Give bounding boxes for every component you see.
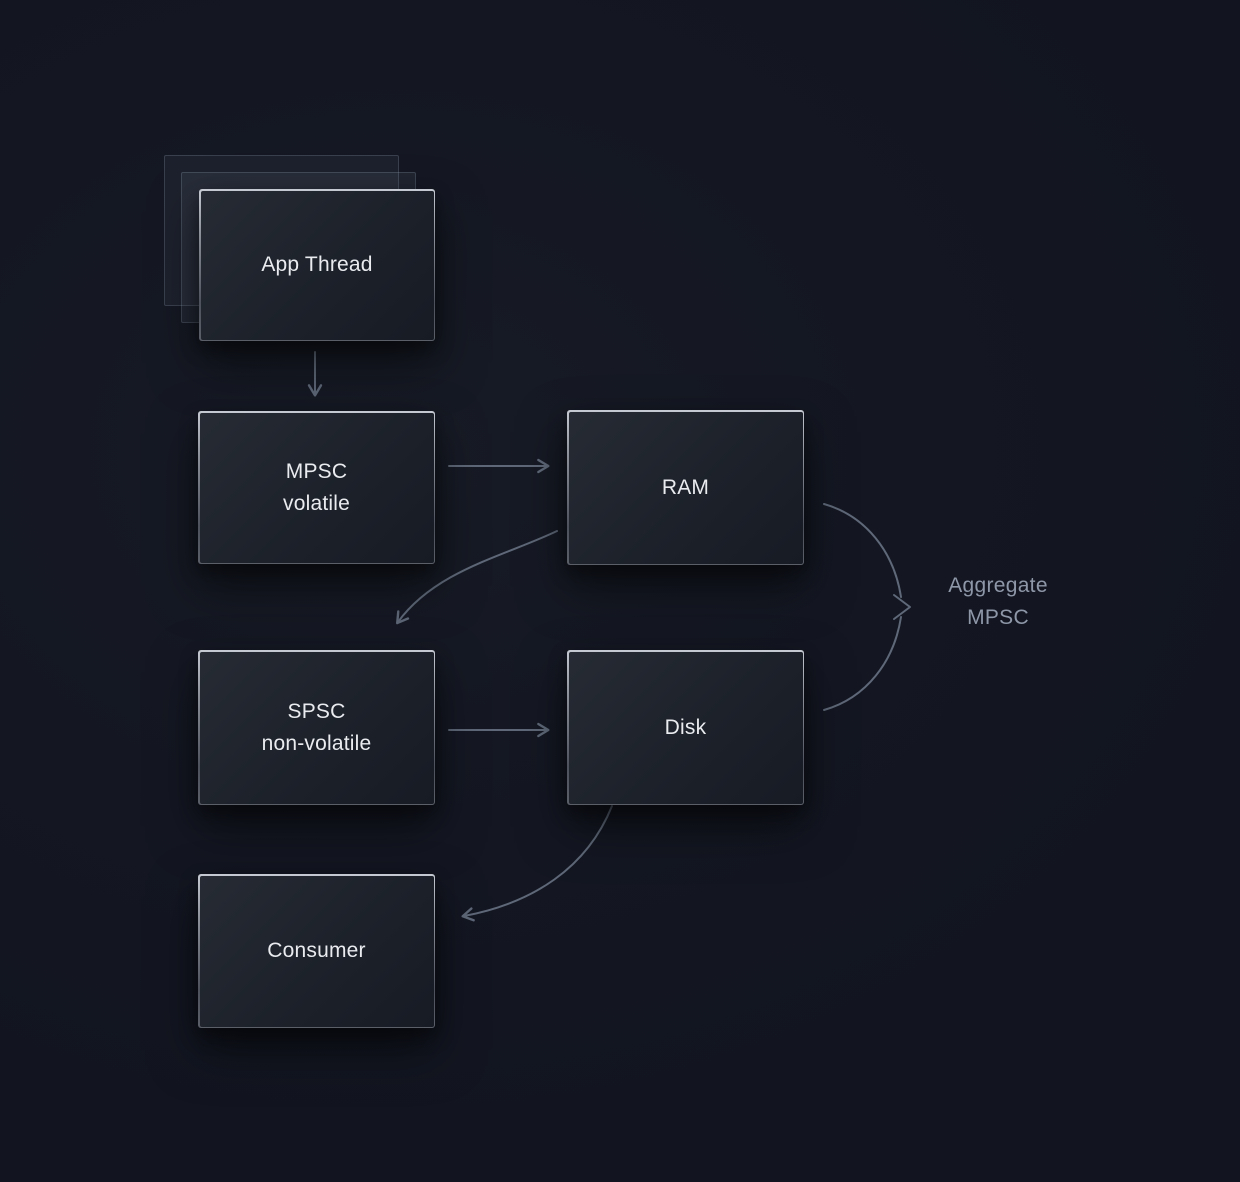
node-disk: Disk xyxy=(567,650,804,805)
node-consumer: Consumer xyxy=(198,874,435,1028)
node-spsc-nonvolatile: SPSC non-volatile xyxy=(198,650,435,805)
arrow-ram-to-aggregate xyxy=(823,503,902,598)
node-mpsc-label-line1: MPSC xyxy=(285,459,348,483)
node-spsc-label-line1: SPSC xyxy=(287,699,346,723)
node-ram-body: RAM xyxy=(568,411,803,564)
node-ram-label: RAM xyxy=(661,475,710,499)
node-app-thread-body: App Thread xyxy=(200,190,434,340)
node-ram: RAM xyxy=(567,410,804,565)
label-aggregate-mpsc: Aggregate MPSC xyxy=(917,570,1079,634)
node-spsc-label-line2: non-volatile xyxy=(261,731,372,755)
node-app-thread: App Thread xyxy=(199,189,435,341)
node-disk-label: Disk xyxy=(664,715,707,739)
arrow-disk-to-aggregate xyxy=(823,616,902,711)
node-mpsc-volatile: MPSC volatile xyxy=(198,411,435,564)
node-mpsc-volatile-body: MPSC volatile xyxy=(199,412,434,563)
aggregate-label-line2: MPSC xyxy=(967,606,1029,629)
node-app-thread-label: App Thread xyxy=(261,253,373,276)
node-disk-body: Disk xyxy=(568,651,803,804)
node-spsc-nonvolatile-body: SPSC non-volatile xyxy=(199,651,434,804)
node-mpsc-label-line2: volatile xyxy=(283,491,350,515)
aggregate-label-line1: Aggregate xyxy=(948,574,1048,597)
node-consumer-label: Consumer xyxy=(267,939,366,962)
node-consumer-body: Consumer xyxy=(199,875,434,1027)
arrow-disk-to-consumer xyxy=(461,805,613,922)
aggregate-arrowhead-icon xyxy=(893,594,911,620)
